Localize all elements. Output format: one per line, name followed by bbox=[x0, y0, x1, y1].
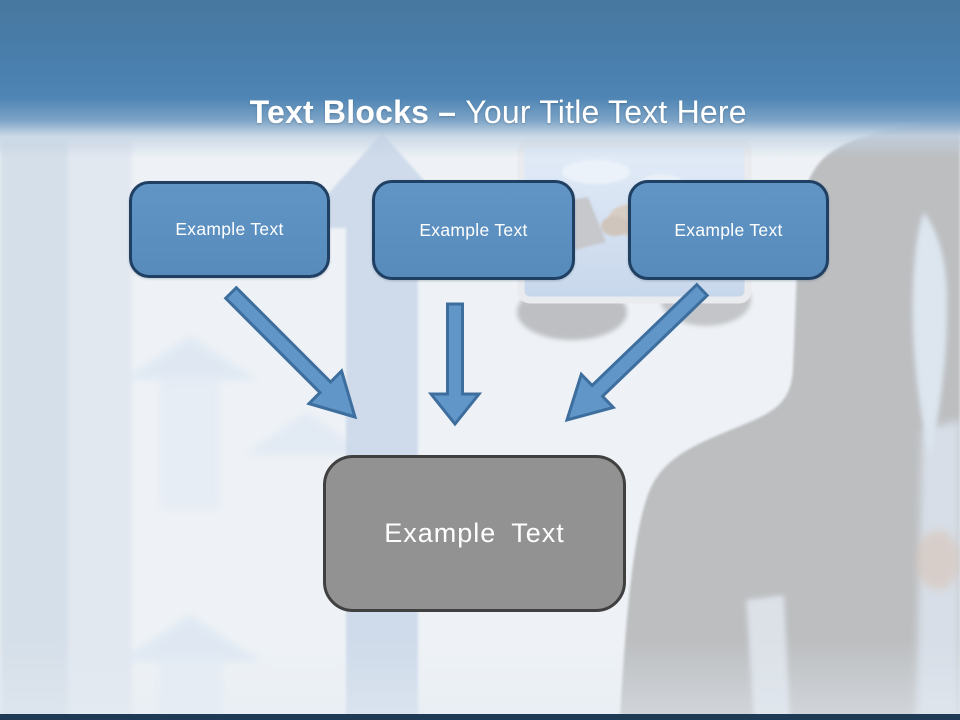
text-block-1[interactable]: Example Text bbox=[129, 181, 330, 278]
text-block-3[interactable]: Example Text bbox=[628, 180, 829, 280]
connector-arrow-right-icon bbox=[564, 282, 710, 423]
text-block-1-label: Example Text bbox=[175, 219, 284, 239]
title-subtitle: Your Title Text Here bbox=[465, 94, 747, 130]
result-block[interactable]: Example Text bbox=[323, 455, 626, 612]
result-block-label: Example Text bbox=[384, 518, 565, 548]
slide-title[interactable]: Text Blocks – Your Title Text Here bbox=[0, 52, 960, 172]
text-block-2[interactable]: Example Text bbox=[372, 180, 575, 280]
text-block-3-label: Example Text bbox=[674, 219, 783, 240]
left-band-art bbox=[0, 140, 132, 720]
title-highlight: Text Blocks bbox=[249, 94, 430, 130]
header-banner bbox=[0, 0, 960, 158]
title-dash: – bbox=[429, 94, 466, 130]
connector-arrow-middle-icon bbox=[427, 302, 483, 427]
text-block-2-label: Example Text bbox=[419, 219, 528, 240]
footer-bar bbox=[0, 714, 960, 720]
connector-arrow-left-icon bbox=[223, 285, 358, 420]
rising-arrow-watermark bbox=[298, 133, 466, 720]
